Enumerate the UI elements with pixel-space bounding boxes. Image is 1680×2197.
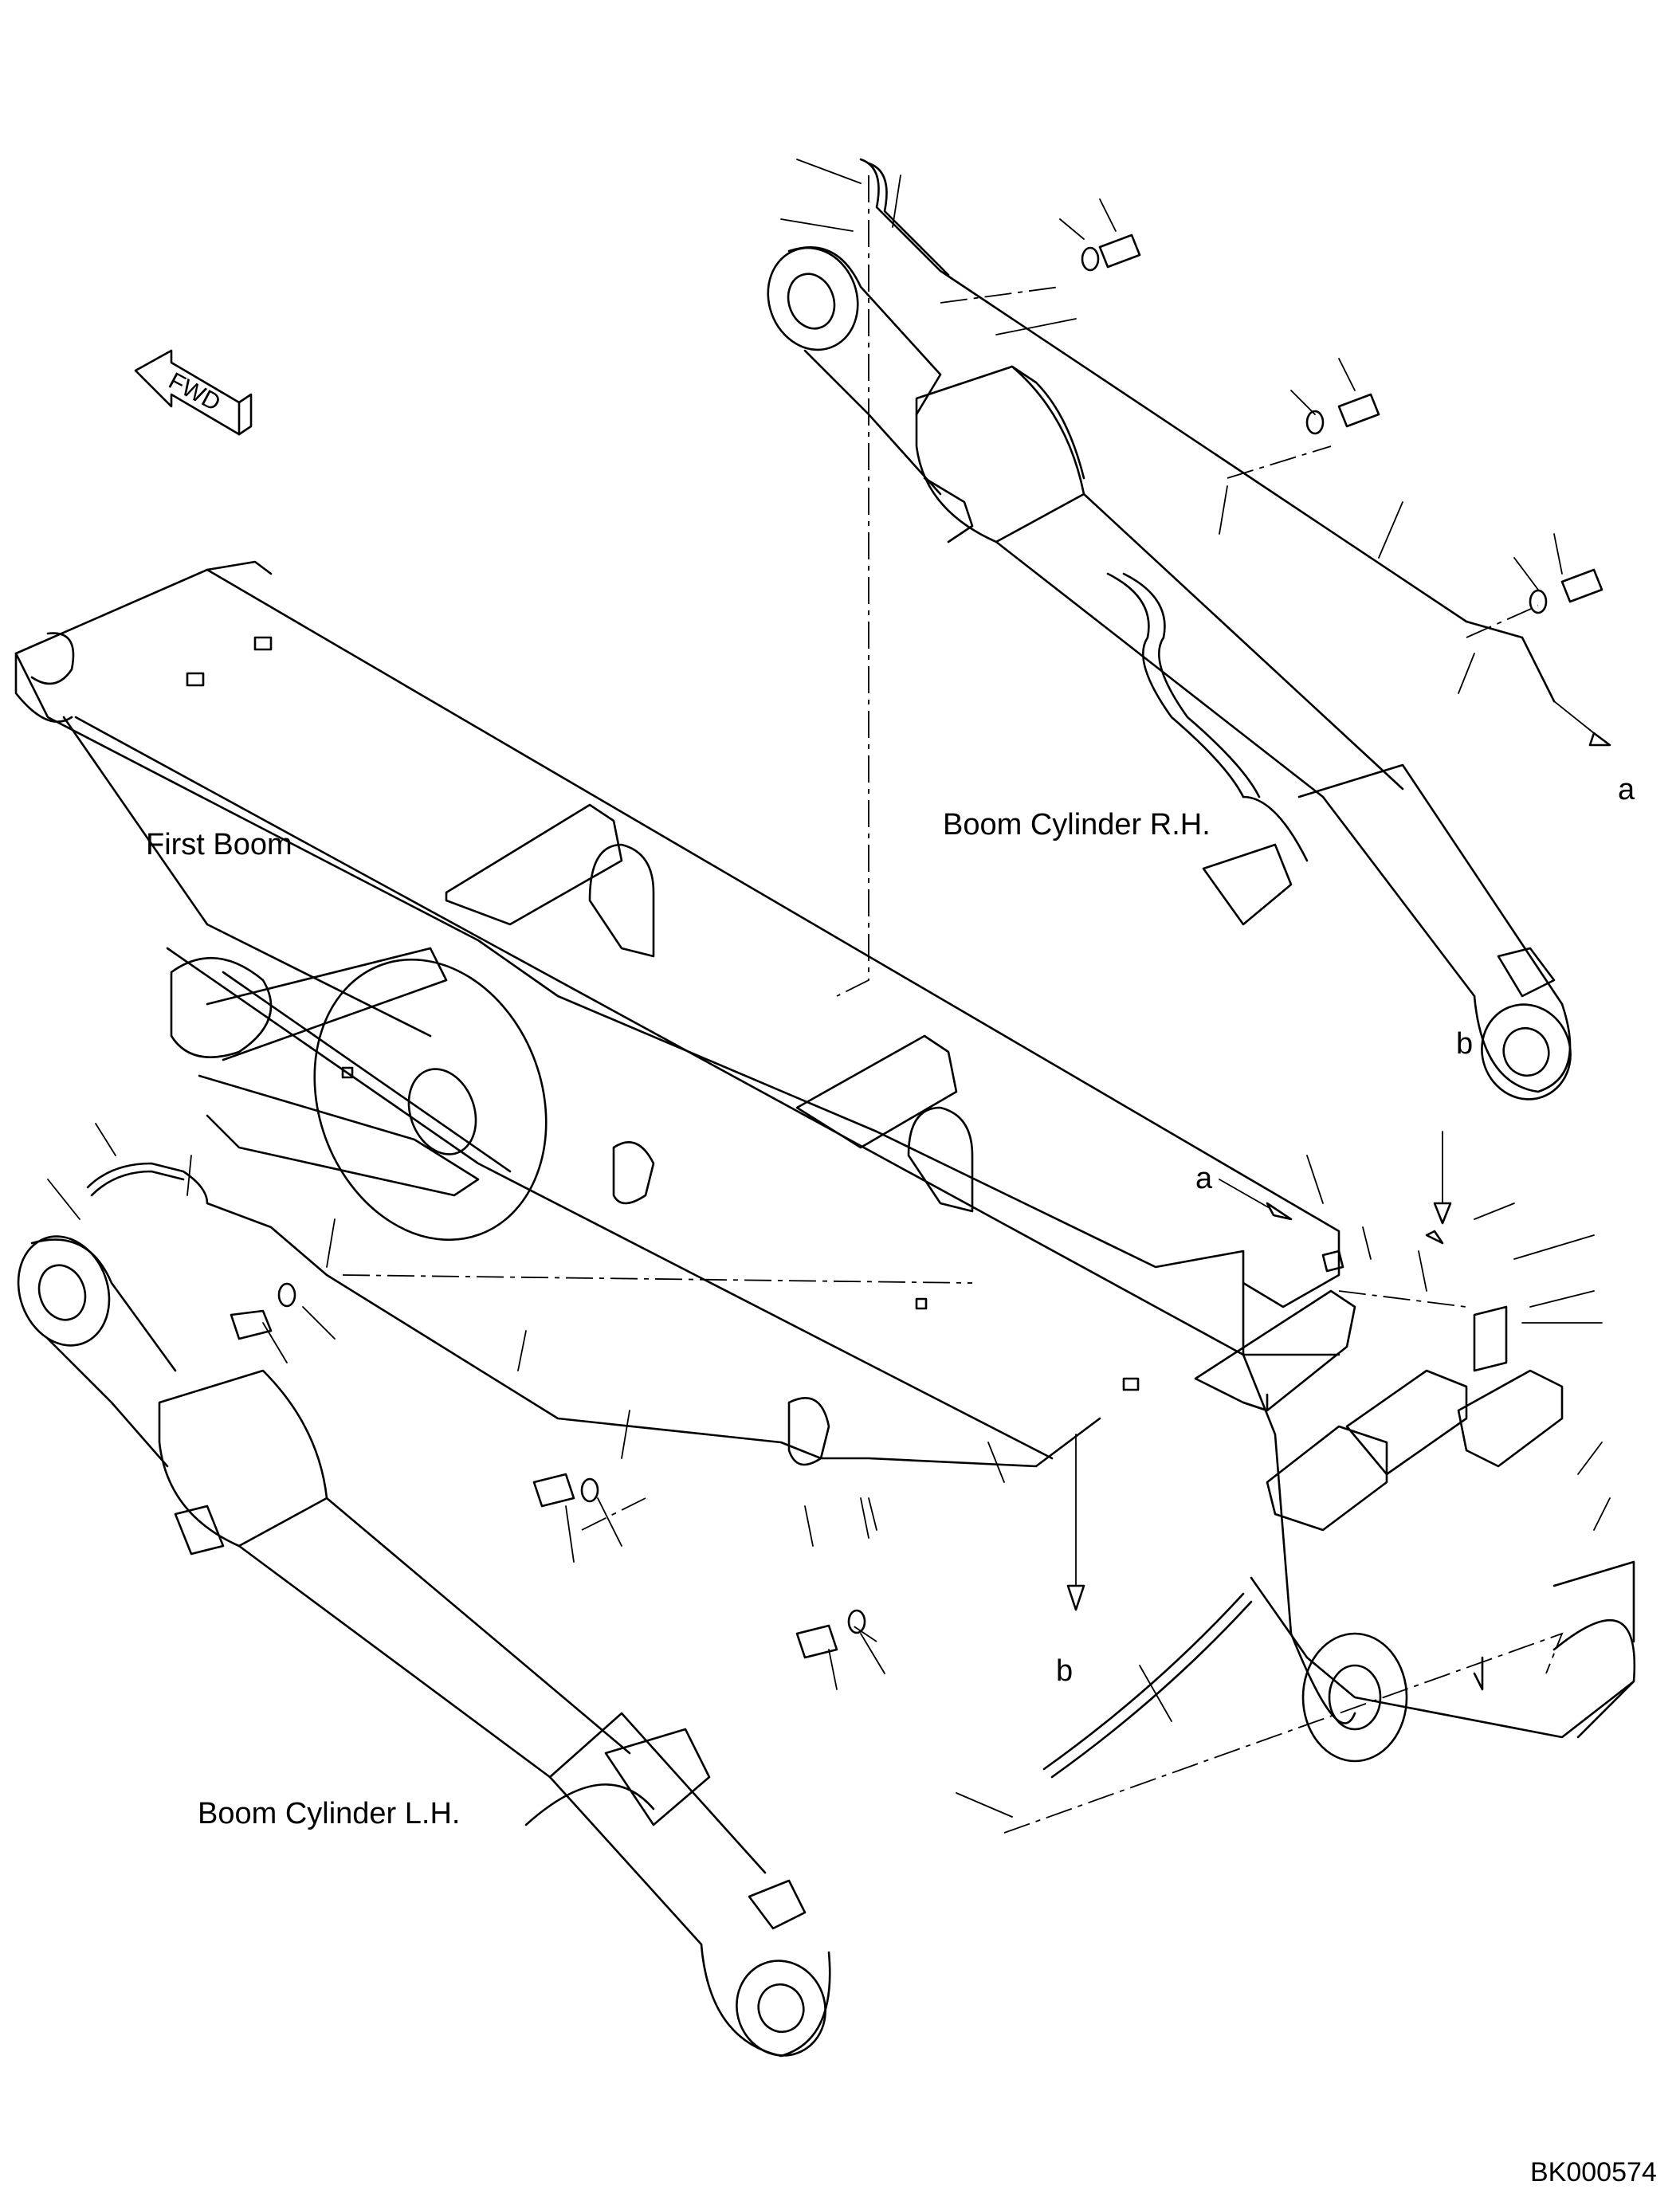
boom-cylinder-rh bbox=[767, 246, 1572, 1100]
center-lines bbox=[342, 175, 1564, 1834]
boom-cylinder-lh-label: Boom Cylinder L.H. bbox=[198, 1797, 460, 1830]
fwd-arrow-icon: FWD bbox=[134, 349, 253, 436]
grease-tubes bbox=[86, 158, 1556, 1779]
leader-lines bbox=[47, 159, 1611, 1818]
ref-a-right-label: a bbox=[1618, 773, 1635, 806]
ref-a-left-label: a bbox=[1195, 1162, 1213, 1195]
first-boom-label: First Boom bbox=[146, 828, 292, 861]
boom-cylinder-lh bbox=[17, 1235, 831, 2058]
first-boom bbox=[14, 560, 1636, 1763]
ref-b-top-label: b bbox=[1456, 1027, 1473, 1061]
ref-b-bottom-label: b bbox=[1056, 1654, 1073, 1688]
boom-cylinder-rh-label: Boom Cylinder R.H. bbox=[943, 808, 1211, 842]
reference-arrows bbox=[1066, 700, 1611, 1611]
bolts bbox=[230, 233, 1603, 1659]
drawing-code: BK000574 bbox=[1530, 2157, 1657, 2187]
